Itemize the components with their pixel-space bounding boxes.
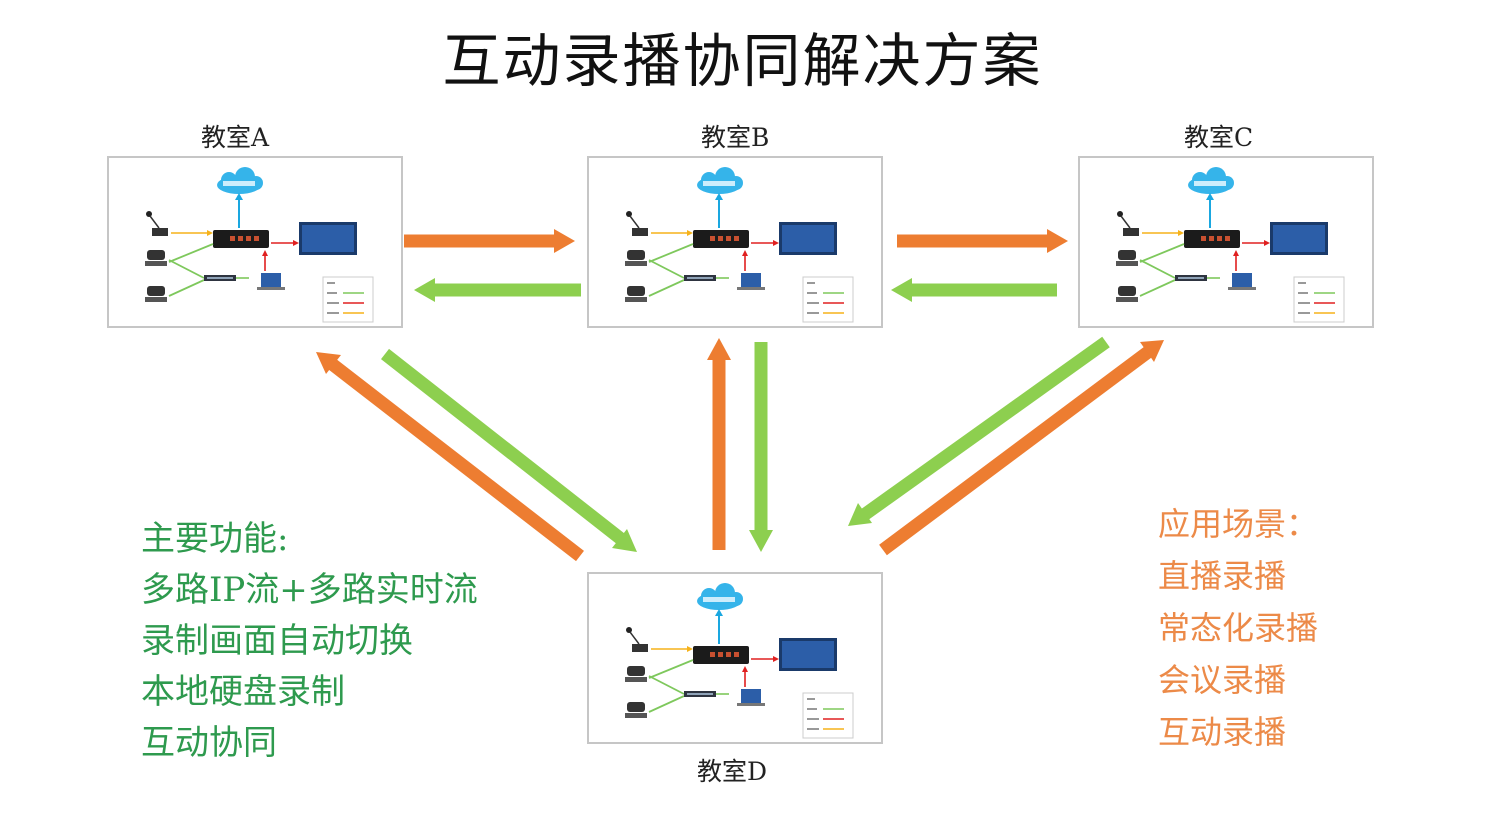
camera-icon (625, 286, 647, 302)
room-panel-c (1078, 156, 1374, 328)
topology-diagram (625, 167, 854, 323)
microphone-icon (1117, 211, 1139, 236)
scene-item: 会议录播 (1158, 661, 1287, 699)
switch-icon (684, 275, 716, 281)
room-label-d: 教室D (697, 757, 768, 786)
features-heading: 主要功能: (141, 519, 289, 559)
arrow-c-to-d (848, 336, 1110, 526)
camera-icon (1116, 286, 1138, 302)
arrow-a-to-b (404, 229, 575, 253)
camera-icon (1116, 250, 1138, 266)
feature-item: 录制画面自动切换 (141, 621, 413, 661)
arrow-c-to-b (891, 278, 1057, 302)
room-panel-b (587, 156, 883, 328)
arrow-d-to-c (879, 340, 1164, 556)
arrow-d-to-b (707, 338, 731, 550)
scene-item: 互动录播 (1158, 713, 1287, 751)
page-title: 互动录播协同解决方案 (442, 27, 1043, 95)
camera-icon (625, 666, 647, 682)
room-label-a: 教室A (201, 123, 270, 152)
recorder-device-icon (693, 230, 749, 248)
cloud-platform-icon (697, 583, 743, 610)
room-panel-d (587, 572, 883, 744)
topology-diagram (145, 167, 374, 323)
cloud-platform-icon (217, 167, 263, 194)
display-screen-icon (779, 638, 837, 671)
arrow-b-to-a (414, 278, 581, 302)
switch-icon (204, 275, 236, 281)
laptop-icon (737, 689, 765, 706)
application-scenes: 应用场景： 直播录播 常态化录播 会议录播 互动录播 (1158, 498, 1318, 758)
recorder-device-icon (213, 230, 269, 248)
recorder-device-icon (1184, 230, 1240, 248)
display-screen-icon (299, 222, 357, 255)
feature-item: 本地硬盘录制 (141, 672, 345, 712)
scene-item: 直播录播 (1158, 557, 1287, 595)
switch-icon (684, 691, 716, 697)
feature-item: 多路IP流+多路实时流 (141, 570, 478, 610)
display-screen-icon (779, 222, 837, 255)
camera-icon (145, 250, 167, 266)
legend-box (1293, 276, 1345, 323)
recorder-device-icon (693, 646, 749, 664)
microphone-icon (626, 627, 648, 652)
camera-icon (625, 702, 647, 718)
topology-diagram (1116, 167, 1345, 323)
laptop-icon (1228, 273, 1256, 290)
microphone-icon (146, 211, 168, 236)
room-label-b: 教室B (701, 123, 770, 152)
arrow-a-to-d (380, 348, 637, 552)
cloud-platform-icon (1188, 167, 1234, 194)
arrow-b-to-d (749, 342, 773, 552)
scene-item: 常态化录播 (1158, 609, 1319, 647)
topology-diagram (625, 583, 854, 739)
feature-item: 互动协同 (141, 723, 277, 763)
legend-box (322, 276, 374, 323)
room-panel-a (107, 156, 403, 328)
main-features: 主要功能: 多路IP流+多路实时流 录制画面自动切换 本地硬盘录制 互动协同 (141, 514, 478, 769)
camera-icon (145, 286, 167, 302)
display-screen-icon (1270, 222, 1328, 255)
legend-box (802, 692, 854, 739)
switch-icon (1175, 275, 1207, 281)
arrow-d-to-a (316, 352, 584, 562)
cloud-platform-icon (697, 167, 743, 194)
microphone-icon (626, 211, 648, 236)
legend-box (802, 276, 854, 323)
laptop-icon (257, 273, 285, 290)
scenes-heading: 应用场景： (1158, 505, 1319, 543)
arrow-b-to-c (897, 229, 1068, 253)
room-label-c: 教室C (1184, 123, 1254, 152)
camera-icon (625, 250, 647, 266)
laptop-icon (737, 273, 765, 290)
